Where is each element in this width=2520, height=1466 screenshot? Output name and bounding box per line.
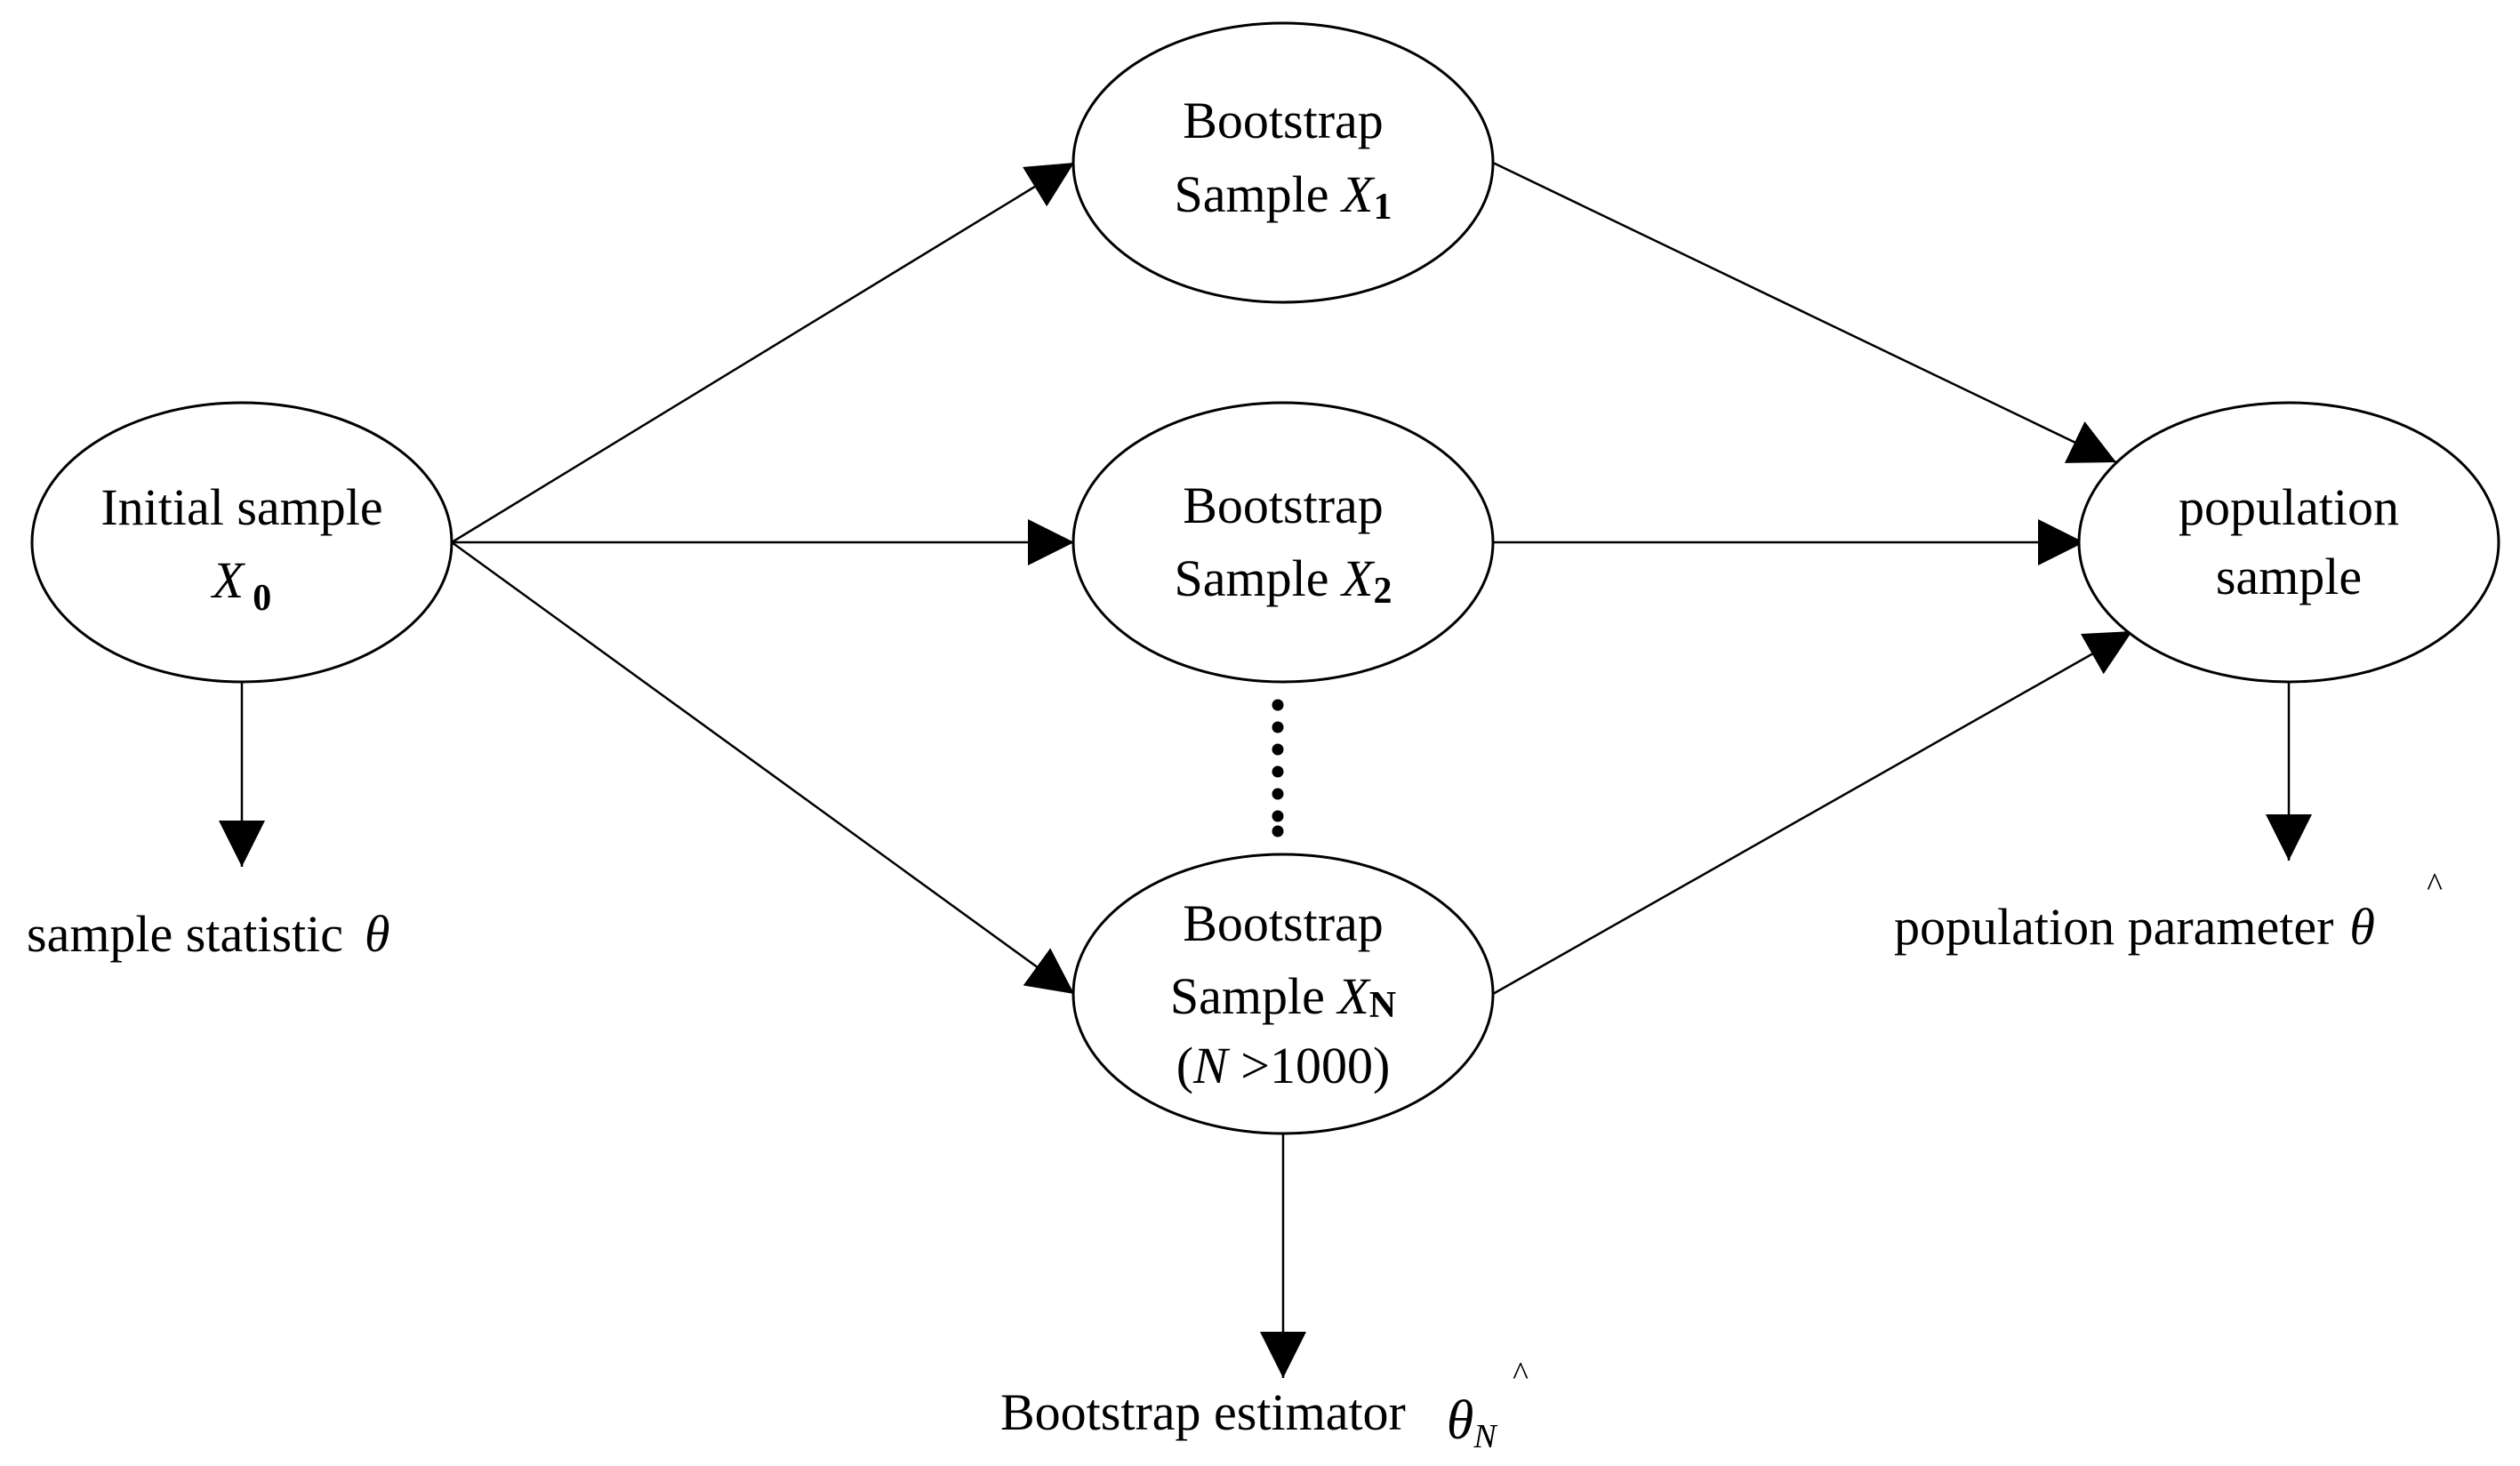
node-bootstrap-1: Bootstrap Sample X1 bbox=[1071, 21, 1495, 304]
output-population-parameter-text: population parameter bbox=[1894, 898, 2333, 956]
node-b1-var: X bbox=[1340, 165, 1376, 223]
node-b1-line2: Sample X1 bbox=[1175, 165, 1392, 228]
output-bootstrap-estimator: Bootstrap estimator θN ^ bbox=[1000, 1356, 1529, 1455]
output-population-parameter: population parameter θ ^ bbox=[1894, 867, 2443, 956]
node-initial-ellipse bbox=[30, 401, 453, 684]
output-sample-statistic-symbol: θ bbox=[365, 905, 390, 963]
output-population-parameter-hat: ^ bbox=[2427, 867, 2443, 904]
dot bbox=[1272, 788, 1284, 800]
node-b2-sub: 2 bbox=[1373, 571, 1392, 612]
node-population-ellipse bbox=[2077, 401, 2500, 684]
node-b2-prefix: Sample bbox=[1175, 549, 1342, 607]
dot bbox=[1272, 765, 1284, 778]
node-bn-var: X bbox=[1336, 967, 1371, 1025]
node-bootstrap-2: Bootstrap Sample X2 bbox=[1071, 401, 1495, 684]
node-bootstrap-n: Bootstrap Sample XN (N >1000) bbox=[1071, 853, 1495, 1135]
node-b2-ellipse bbox=[1071, 401, 1495, 684]
node-population-line1: population bbox=[2179, 478, 2399, 536]
node-b1-line1: Bootstrap bbox=[1183, 92, 1384, 149]
node-b2-line2: Sample X2 bbox=[1175, 549, 1392, 612]
dot bbox=[1272, 810, 1284, 822]
ellipsis-dots bbox=[1272, 699, 1284, 837]
dot bbox=[1272, 825, 1284, 837]
output-sample-statistic: sample statistic θ bbox=[27, 905, 390, 963]
output-bootstrap-estimator-symbol: θ bbox=[1447, 1390, 1473, 1451]
node-bn-prefix: Sample bbox=[1170, 967, 1337, 1025]
node-bn-cond-var: N bbox=[1192, 1037, 1231, 1094]
output-bootstrap-estimator-sub: N bbox=[1473, 1418, 1498, 1455]
node-b2-var: X bbox=[1340, 549, 1376, 607]
node-b1-ellipse bbox=[1071, 21, 1495, 304]
output-population-parameter-line: population parameter θ bbox=[1894, 898, 2375, 956]
output-sample-statistic-text-line: sample statistic θ bbox=[27, 905, 390, 963]
node-b1-prefix: Sample bbox=[1175, 165, 1342, 223]
edges bbox=[219, 161, 2312, 1378]
node-bn-line3: (N >1000) bbox=[1176, 1037, 1391, 1094]
output-sample-statistic-text: sample statistic bbox=[27, 905, 343, 963]
dot bbox=[1272, 743, 1284, 756]
node-population-line2: sample bbox=[2216, 548, 2362, 605]
node-initial-line1: Initial sample bbox=[100, 478, 382, 536]
node-bn-ellipse bbox=[1071, 853, 1495, 1135]
edge-b1-to-population bbox=[1492, 161, 2117, 464]
node-bn-line1: Bootstrap bbox=[1183, 894, 1384, 952]
output-bootstrap-estimator-line: Bootstrap estimator θN bbox=[1000, 1383, 1498, 1455]
node-b1-sub: 1 bbox=[1373, 187, 1392, 228]
output-population-parameter-symbol: θ bbox=[2349, 898, 2375, 956]
dot bbox=[1272, 721, 1284, 733]
node-initial-var: X bbox=[211, 551, 246, 609]
node-b2-line1: Bootstrap bbox=[1183, 477, 1384, 534]
node-bn-line2: Sample XN bbox=[1170, 967, 1396, 1026]
output-bootstrap-estimator-hat: ^ bbox=[1513, 1356, 1529, 1393]
edge-initial-to-b1 bbox=[451, 161, 1075, 544]
node-bn-cond-open: ( bbox=[1176, 1037, 1193, 1094]
output-bootstrap-estimator-text: Bootstrap estimator bbox=[1000, 1383, 1406, 1441]
node-population-sample: population sample bbox=[2077, 401, 2500, 684]
node-bn-sub: N bbox=[1369, 985, 1396, 1026]
node-initial-sub: 0 bbox=[253, 578, 271, 619]
dot bbox=[1272, 699, 1284, 711]
edge-initial-to-bn bbox=[451, 541, 1075, 996]
edge-bn-to-population bbox=[1492, 629, 2133, 996]
node-bn-cond-rest: >1000) bbox=[1228, 1037, 1391, 1094]
